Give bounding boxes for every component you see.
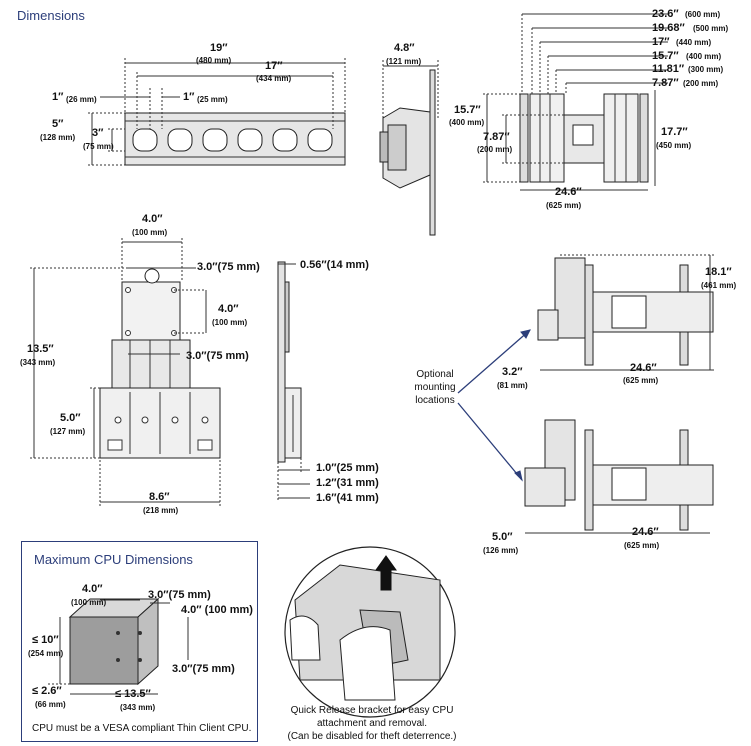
side-depth-mm: (121 mm) <box>386 57 422 66</box>
qr-line-3: (Can be disabled for theft deterrence.) <box>287 731 457 742</box>
opt-lower-off-mm: (126 mm) <box>483 546 519 555</box>
opt-upper-off-mm: (81 mm) <box>497 381 528 390</box>
rail-slot-mm: (75 mm) <box>83 142 114 151</box>
side-d3: 1.6″(41 mm) <box>316 492 379 504</box>
bracket-lower-mm: (127 mm) <box>50 427 86 436</box>
vesa-right-h-mm: (450 mm) <box>656 141 692 150</box>
vesa-right-h-in: 17.7″ <box>661 126 688 138</box>
optional-label-1: Optional <box>416 369 454 380</box>
cpu-w-in: ≤ 13.5″ <box>115 688 151 700</box>
vesa-d4-mm: (400 mm) <box>686 52 722 61</box>
cpu-bracket-front <box>99 268 221 459</box>
bracket-top-w-in: 4.0″ <box>142 213 163 225</box>
cpu-box-title: Maximum CPU Dimensions <box>34 552 193 567</box>
side-plate <box>429 69 436 236</box>
rail-right-off-mm: (25 mm) <box>197 95 228 104</box>
bracket-b-in: 4.0″ <box>218 303 239 315</box>
vesa-d1-mm: (600 mm) <box>685 10 721 19</box>
side-depth-in: 4.8″ <box>394 42 415 54</box>
rail-left-off-mm: (26 mm) <box>66 95 97 104</box>
vesa-d4-in: 15.7″ <box>652 50 679 62</box>
rail-slots <box>132 128 333 152</box>
rail-height-in: 5″ <box>52 118 64 130</box>
bracket-a: 3.0″(75 mm) <box>197 261 260 273</box>
opt-lower-w-in: 24.6″ <box>632 526 659 538</box>
vesa-d1-in: 23.6″ <box>652 8 679 20</box>
opt-upper-w-mm: (625 mm) <box>623 376 659 385</box>
rail-height-mm: (128 mm) <box>40 133 76 142</box>
bracket-height-in: 13.5″ <box>27 343 54 355</box>
vesa-left-h-in: 15.7″ <box>454 104 481 116</box>
vesa-d5-in: 11.81″ <box>652 63 685 75</box>
vesa-d5-mm: (300 mm) <box>688 65 724 74</box>
cpu-w1-in: 4.0″ <box>82 583 103 595</box>
opt-upper-h-mm: (461 mm) <box>701 281 737 290</box>
vesa-d6-in: 7.87″ <box>652 77 679 89</box>
cpu-h-mm: (254 mm) <box>28 649 64 658</box>
cpu-3d-box <box>68 597 160 686</box>
cpu-b: 4.0″ (100 mm) <box>181 604 253 616</box>
vesa-d3-mm: (440 mm) <box>676 38 712 47</box>
vesa-left-h2-mm: (200 mm) <box>477 145 513 154</box>
bracket-height-mm: (343 mm) <box>20 358 56 367</box>
optional-label-3: locations <box>415 395 455 406</box>
side-d2: 1.2″(31 mm) <box>316 477 379 489</box>
opt-upper-h-in: 18.1″ <box>705 266 732 278</box>
vesa-d2-in: 19.68″ <box>652 22 685 34</box>
vesa-d3-in: 17″ <box>652 36 670 48</box>
rail-slot-in: 3″ <box>92 127 104 139</box>
cpu-d-in: ≤ 2.6″ <box>32 685 62 697</box>
opt-upper-off-in: 3.2″ <box>502 366 523 378</box>
side-d1: 1.0″(25 mm) <box>316 462 379 474</box>
cpu-w1-mm: (100 mm) <box>71 598 107 607</box>
rail-width-mm: (480 mm) <box>196 56 232 65</box>
rail-left-off-in: 1″ <box>52 91 64 103</box>
bracket-lower-in: 5.0″ <box>60 412 81 424</box>
vesa-d2-mm: (500 mm) <box>693 24 729 33</box>
vesa-left-h-mm: (400 mm) <box>449 118 485 127</box>
cpu-w-mm: (343 mm) <box>120 703 156 712</box>
rail-right-off-in: 1″ <box>183 91 195 103</box>
bracket-b-mm: (100 mm) <box>212 318 248 327</box>
vesa-d6-mm: (200 mm) <box>683 79 719 88</box>
bracket-top-w-mm: (100 mm) <box>132 228 168 237</box>
rail-width-in: 19″ <box>210 42 228 54</box>
cpu-note: CPU must be a VESA compliant Thin Client… <box>32 723 252 734</box>
rail-inner-in: 17″ <box>265 60 283 72</box>
bracket-side <box>277 261 302 463</box>
cpu-a: 3.0″(75 mm) <box>148 589 211 601</box>
cpu-h-in: ≤ 10″ <box>32 634 59 646</box>
side-top: 0.56″(14 mm) <box>300 259 369 271</box>
opt-upper-w-in: 24.6″ <box>630 362 657 374</box>
opt-lower-off-in: 5.0″ <box>492 531 513 543</box>
cpu-c: 3.0″(75 mm) <box>172 663 235 675</box>
opt-lower-w-mm: (625 mm) <box>624 541 660 550</box>
bracket-width-mm: (218 mm) <box>143 506 179 515</box>
rail-inner-mm: (434 mm) <box>256 74 292 83</box>
optional-mount-upper <box>537 257 714 366</box>
cpu-d-mm: (66 mm) <box>35 700 66 709</box>
qr-line-2: attachment and removal. <box>316 718 428 729</box>
bracket-width-in: 8.6″ <box>149 491 170 503</box>
quick-release-illustration <box>284 546 456 718</box>
optional-mount-lower <box>524 419 714 531</box>
optional-label-2: mounting <box>414 382 456 393</box>
max-cpu-box <box>21 541 258 742</box>
vesa-width-mm: (625 mm) <box>546 201 582 210</box>
bracket-c: 3.0″(75 mm) <box>186 350 249 362</box>
vesa-left-h2-in: 7.87″ <box>483 131 510 143</box>
qr-line-1: Quick Release bracket for easy CPU <box>290 705 454 716</box>
page-title: Dimensions <box>17 8 85 23</box>
vesa-width-in: 24.6″ <box>555 186 582 198</box>
vesa-front-frame <box>519 93 649 183</box>
